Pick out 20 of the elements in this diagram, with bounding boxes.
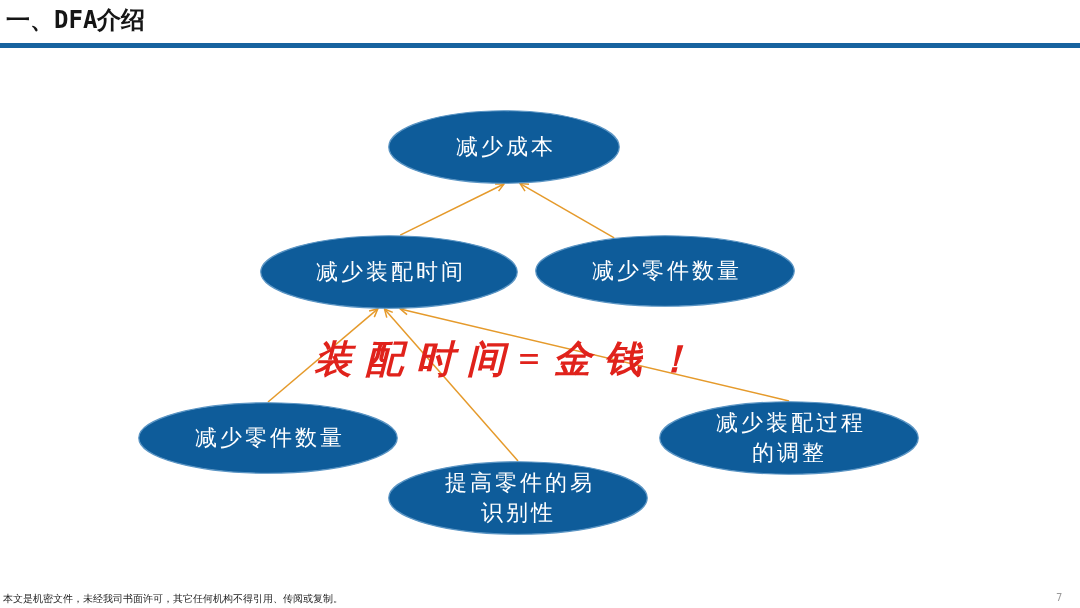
ellipse-node xyxy=(260,235,518,309)
ellipse-node xyxy=(388,461,648,535)
arrow xyxy=(383,308,519,462)
node-text: 减少零件数量 xyxy=(193,424,345,452)
arrow xyxy=(399,306,790,402)
node-text: 减少零件数量 xyxy=(590,257,742,285)
node-text: 减少装配时间 xyxy=(314,258,466,286)
ellipse-node xyxy=(535,235,795,307)
arrow xyxy=(267,308,379,403)
slide-title: 一、DFA介绍 xyxy=(6,5,146,35)
node-text: 减少装配过程的调整 xyxy=(714,409,866,467)
page-number: 7 xyxy=(1056,591,1063,604)
ellipse-node xyxy=(659,401,919,475)
ellipse-node xyxy=(388,110,620,184)
node-text: 减少成本 xyxy=(454,133,556,161)
arrow xyxy=(399,183,505,236)
node-text: 提高零件的易识别性 xyxy=(443,469,595,527)
ellipse-node xyxy=(138,402,398,474)
confidentiality-note: 本文是机密文件，未经我司书面许可，其它任何机构不得引用、传阅或复制。 xyxy=(3,592,343,605)
arrow xyxy=(519,182,615,239)
